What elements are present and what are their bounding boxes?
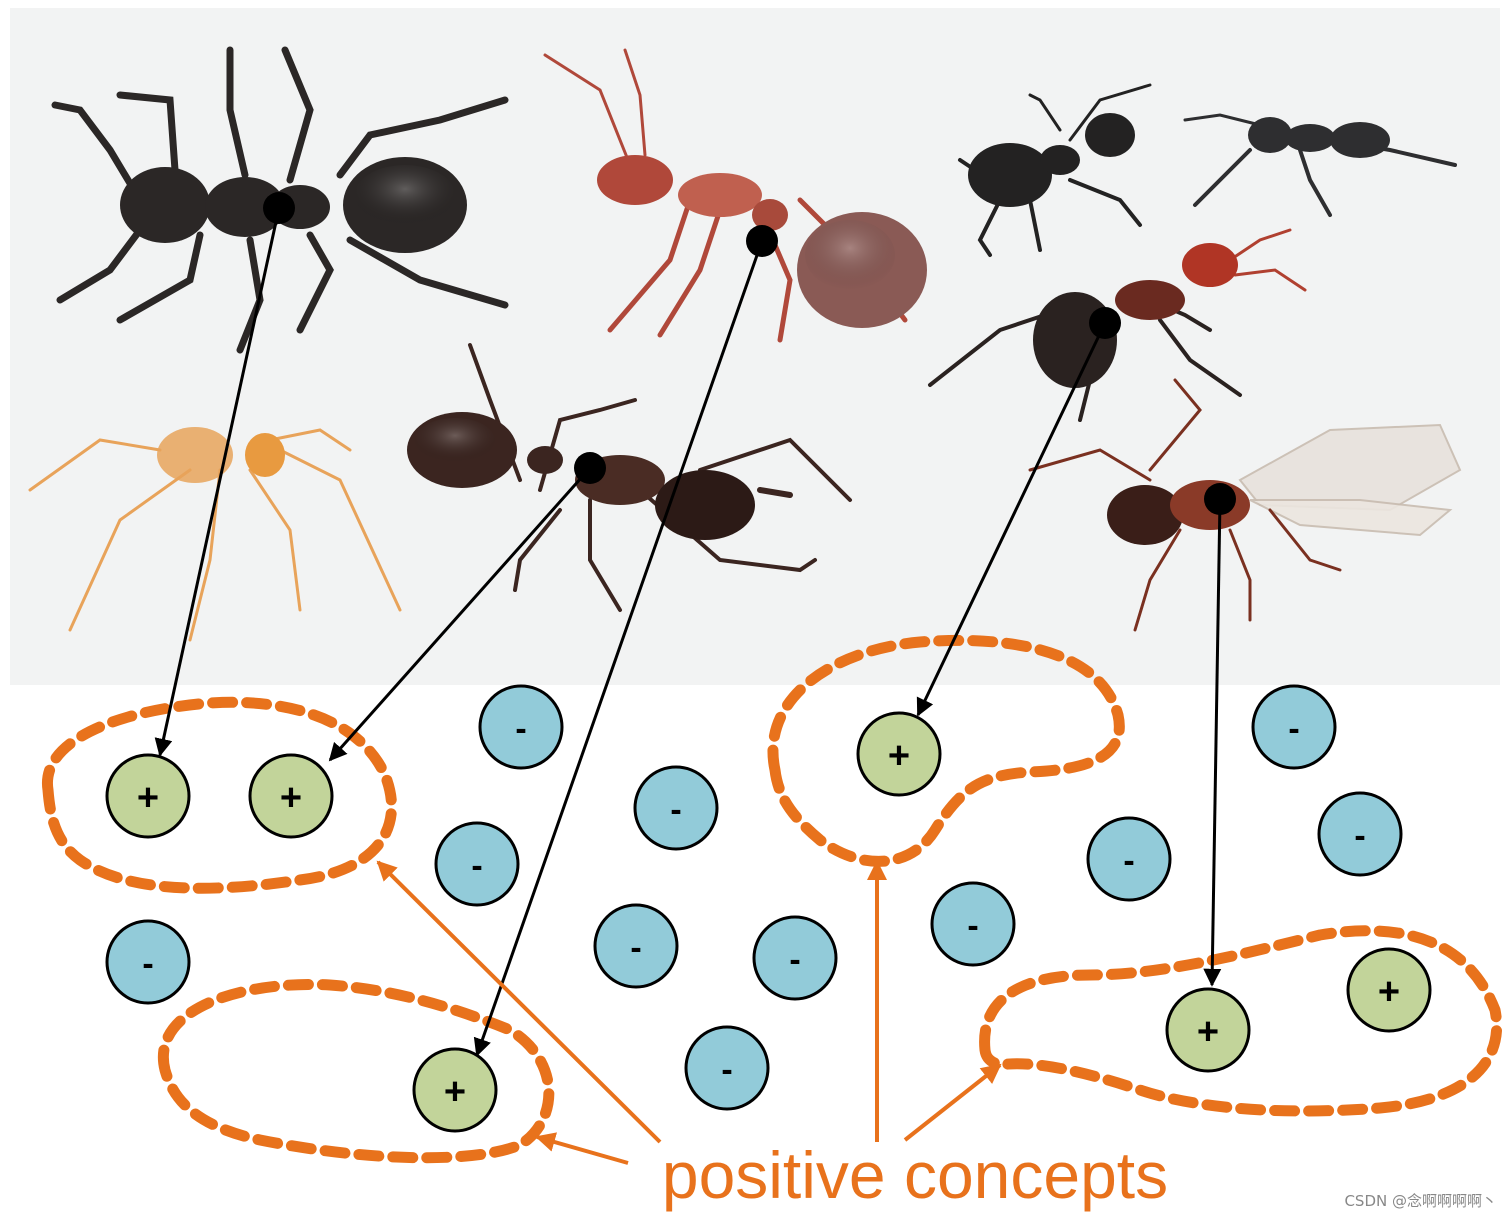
svg-text:-: - [789,941,800,979]
svg-text:+: + [137,777,159,819]
negative-node: - [595,905,677,987]
svg-text:-: - [721,1051,732,1089]
negative-node: - [635,767,717,849]
origin-dot [263,192,295,224]
svg-text:-: - [142,945,153,983]
svg-text:-: - [630,929,641,967]
negative-node: - [436,823,518,905]
negative-node: - [1253,686,1335,768]
svg-text:-: - [515,710,526,748]
svg-text:+: + [444,1071,466,1113]
svg-text:+: + [1197,1011,1219,1053]
positive-node: + [1348,949,1430,1031]
svg-text:-: - [1288,710,1299,748]
concept-outline-top-left [47,702,391,888]
watermark: CSDN @念啊啊啊啊丶 [1344,1192,1497,1210]
svg-text:-: - [1354,817,1365,855]
negative-node: - [1319,793,1401,875]
negative-node: - [107,921,189,1003]
origin-dot [1204,483,1236,515]
positive-node: + [1167,989,1249,1071]
svg-text:+: + [888,735,910,777]
pointer-bottom-left-outline [537,1137,628,1163]
origin-dot [1089,307,1121,339]
svg-text:-: - [670,791,681,829]
svg-text:+: + [1378,971,1400,1013]
negative-node: - [754,917,836,999]
positive-node: + [858,713,940,795]
svg-text:-: - [471,847,482,885]
negative-node: - [686,1027,768,1109]
origin-dot [746,225,778,257]
positive-concepts-caption: positive concepts [662,1138,1168,1212]
negative-node: - [932,883,1014,965]
svg-text:-: - [1123,842,1134,880]
positive-node: + [414,1049,496,1131]
pointer-right-outline [905,1065,1000,1140]
negative-node: - [480,686,562,768]
negative-node: - [1088,818,1170,900]
svg-text:+: + [280,777,302,819]
positive-node: + [107,755,189,837]
origin-dot [574,452,606,484]
svg-text:-: - [967,907,978,945]
positive-node: + [250,755,332,837]
